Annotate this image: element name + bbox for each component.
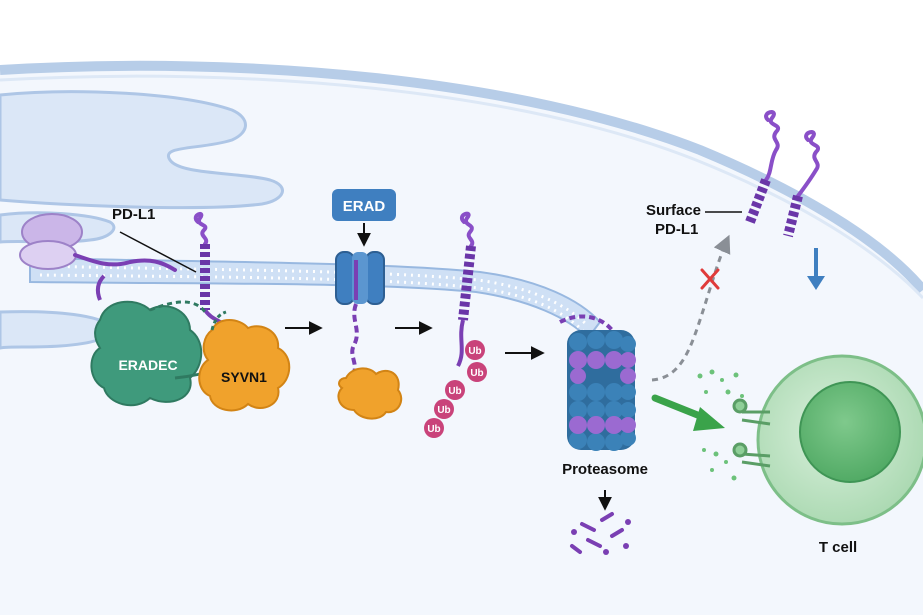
surface-label-line1: Surface xyxy=(646,202,701,219)
erad-channel-icon xyxy=(335,251,385,379)
ub-label-4: Ub xyxy=(437,405,450,416)
tcell-receptors xyxy=(732,398,771,468)
pdl1-label: PD-L1 xyxy=(112,206,155,223)
surface-pdl1: Surface PD-L1 xyxy=(646,110,820,238)
tcell-label: T cell xyxy=(819,539,857,556)
blocked-trafficking-arrow xyxy=(651,234,731,382)
eradec-label: ERADEC xyxy=(118,357,177,373)
ub-label-1: Ub xyxy=(468,346,481,357)
down-arrow-icon xyxy=(807,248,825,290)
syvn1-retro-icon xyxy=(337,367,403,420)
pdl1-leader-line xyxy=(119,231,197,273)
peptide-fragments xyxy=(570,512,631,555)
t-cell: T cell xyxy=(732,354,923,556)
erad-label: ERAD xyxy=(343,198,386,215)
ub-label-3: Ub xyxy=(448,386,461,397)
ub-label-5: Ub xyxy=(427,424,440,435)
ribosome-icon xyxy=(19,213,177,272)
syvn1-complex: SYVN1 xyxy=(198,310,291,412)
pdl1-ubiquitinated: Ub Ub Ub Ub Ub xyxy=(424,211,487,438)
ub-label-2: Ub xyxy=(470,368,483,379)
erad-box: ERAD xyxy=(332,189,396,247)
proteasome-icon: Proteasome xyxy=(559,314,648,478)
green-dots xyxy=(697,369,744,481)
syvn1-label: SYVN1 xyxy=(221,369,267,385)
surface-label-line2: PD-L1 xyxy=(655,221,698,238)
proteasome-label: Proteasome xyxy=(562,461,648,478)
blocked-x-icon xyxy=(700,268,720,290)
ub-chain: Ub Ub Ub Ub Ub xyxy=(424,340,487,438)
green-arrow-icon xyxy=(651,394,725,431)
